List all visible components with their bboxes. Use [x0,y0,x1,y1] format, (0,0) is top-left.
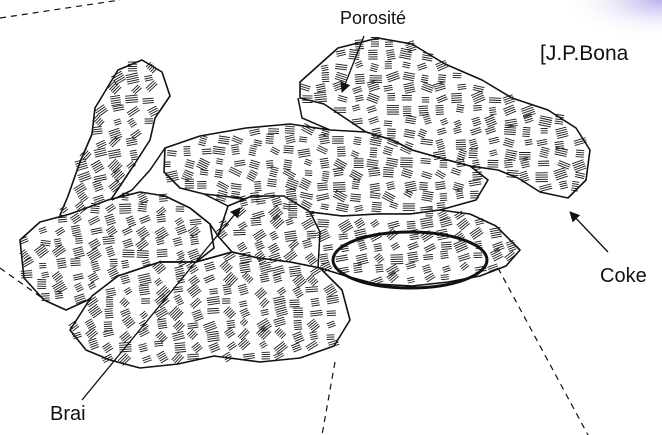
hatch-stroke [318,224,329,225]
hatch-stroke [137,255,148,256]
hatch-stroke [489,102,500,103]
hatch-stroke [384,123,392,124]
hatch-stroke [255,186,261,187]
right-dashed-line [498,268,588,435]
hatch-stroke [436,114,443,115]
hatch-stroke [420,183,428,184]
hatch-stroke [42,300,50,301]
hatch-stroke [234,230,246,231]
coke-arrow-icon [570,212,608,252]
hatch-stroke [120,206,131,207]
hatch-stroke [120,211,131,212]
reference-label: [J.P.Bona [540,42,628,66]
hatch-stroke [419,189,427,190]
porosity-label: Porosité [340,8,406,29]
hatch-stroke [436,105,443,106]
hatch-stroke [318,226,329,227]
coke-label: Coke [600,265,647,288]
hatch-stroke [523,136,530,137]
hatch-stroke [451,96,461,97]
hatch-stroke [489,100,500,101]
hatch-stroke [71,261,80,262]
hatch-stroke [419,110,428,111]
hatch-stroke [120,213,131,214]
hatch-stroke [203,153,212,154]
hatch-stroke [75,238,82,239]
hatch-stroke [322,75,329,76]
hatch-stroke [120,208,131,209]
hatch-stroke [217,197,226,200]
corner-gradient [560,0,662,40]
hatch-stroke [419,113,428,114]
hatch-stroke [42,296,50,297]
hatch-stroke [202,151,211,152]
hatch-stroke [452,100,462,101]
hatch-stroke [452,98,462,99]
hatch-stroke [71,259,80,260]
hatch-stroke [490,98,501,99]
hatch-stroke [452,102,462,103]
hatch-stroke [419,108,428,109]
hatch-stroke [322,73,329,74]
hatch-stroke [436,110,443,111]
hatch-stroke [334,189,346,190]
hatch-stroke [576,154,584,155]
hatch-stroke [451,93,461,94]
hatch-stroke [137,257,148,258]
hatch-stroke [420,187,428,188]
hatch-stroke [322,79,329,80]
hatch-stroke [327,313,336,314]
hatch-stroke [41,294,49,295]
hatch-stroke [576,157,584,158]
hatch-stroke [420,185,428,186]
hatch-stroke [159,194,167,195]
hatch-stroke [234,232,246,233]
hatch-stroke [318,222,329,223]
hatch-stroke [71,265,80,266]
hatch-stroke [202,149,211,150]
hatch-stroke [76,241,83,242]
hatch-stroke [327,315,336,316]
hatch-stroke [267,136,274,137]
hatch-stroke [42,298,50,299]
hatch-stroke [333,185,345,186]
hatch-stroke [327,311,336,312]
hatch-stroke [318,220,329,221]
hatch-stroke [523,134,530,135]
hatch-stroke [75,236,82,237]
hatch-stroke [137,253,148,254]
hatch-stroke [385,121,392,122]
hatch-stroke [322,81,329,82]
hatch-stroke [255,188,261,189]
hatch-stroke [333,187,345,188]
hatch-stroke [436,112,443,113]
bottom-dashed-line [322,362,335,435]
top-dashed-line [0,0,120,18]
brai-label: Brai [50,403,86,426]
hatch-stroke [137,251,148,252]
hatch-stroke [333,182,345,183]
hatch-stroke [255,184,261,185]
hatch-stroke [71,263,80,264]
hatch-stroke [436,108,443,109]
hatch-stroke [234,235,246,236]
hatch-stroke [419,106,428,107]
hatch-stroke [523,132,530,133]
hatch-stroke [254,182,260,183]
hatch-stroke [255,190,261,191]
hatch-stroke [322,77,329,78]
hatch-stroke [119,204,130,205]
